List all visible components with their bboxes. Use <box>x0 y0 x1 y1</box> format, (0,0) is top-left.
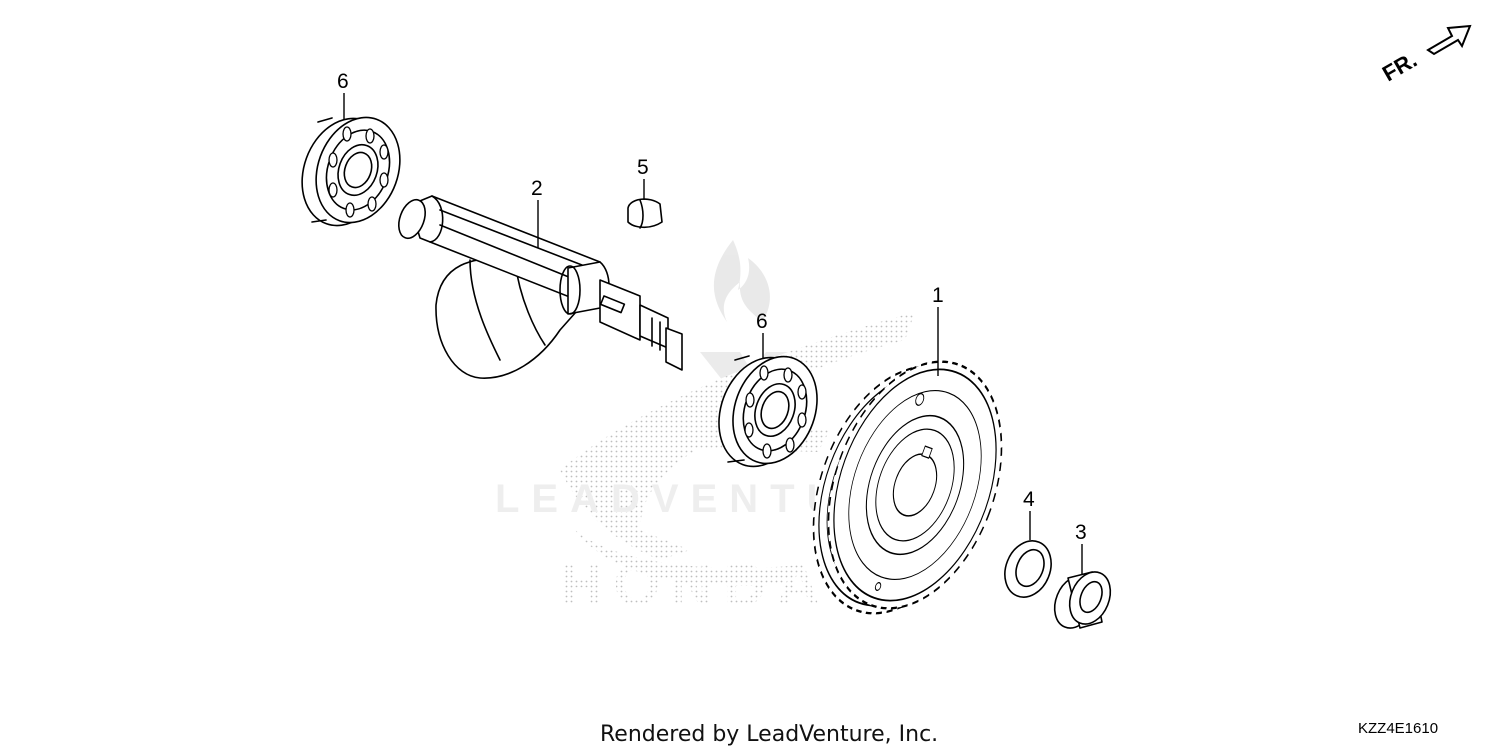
woodruff-key <box>627 198 663 229</box>
collar-bushing <box>1053 571 1112 629</box>
diagram-code: KZZ4E1610 <box>1358 720 1438 737</box>
washer <box>1004 540 1052 598</box>
callout-3[interactable]: 3 <box>1075 521 1087 544</box>
callout-5[interactable]: 5 <box>637 156 649 179</box>
callout-6-upper[interactable]: 6 <box>337 70 349 93</box>
callout-1[interactable]: 1 <box>932 284 944 307</box>
watermark-brand-text: HONDA <box>560 551 830 618</box>
callout-4[interactable]: 4 <box>1023 488 1035 511</box>
front-direction-label: FR. <box>1378 47 1421 86</box>
callout-6-lower[interactable]: 6 <box>756 310 768 333</box>
bearing-lower <box>718 355 818 468</box>
bearing-upper <box>301 116 401 227</box>
honda-wing-lower <box>575 530 800 586</box>
callout-2[interactable]: 2 <box>531 177 543 200</box>
front-arrow-icon <box>1426 24 1472 56</box>
front-direction-indicator: FR. <box>1378 24 1472 86</box>
rendered-by-credit: Rendered by LeadVenture, Inc. <box>600 722 938 747</box>
callout-leaders <box>343 93 1083 574</box>
balancer-shaft <box>398 195 683 379</box>
balancer-gear <box>812 360 1003 615</box>
flame-logo-icon <box>713 240 770 322</box>
